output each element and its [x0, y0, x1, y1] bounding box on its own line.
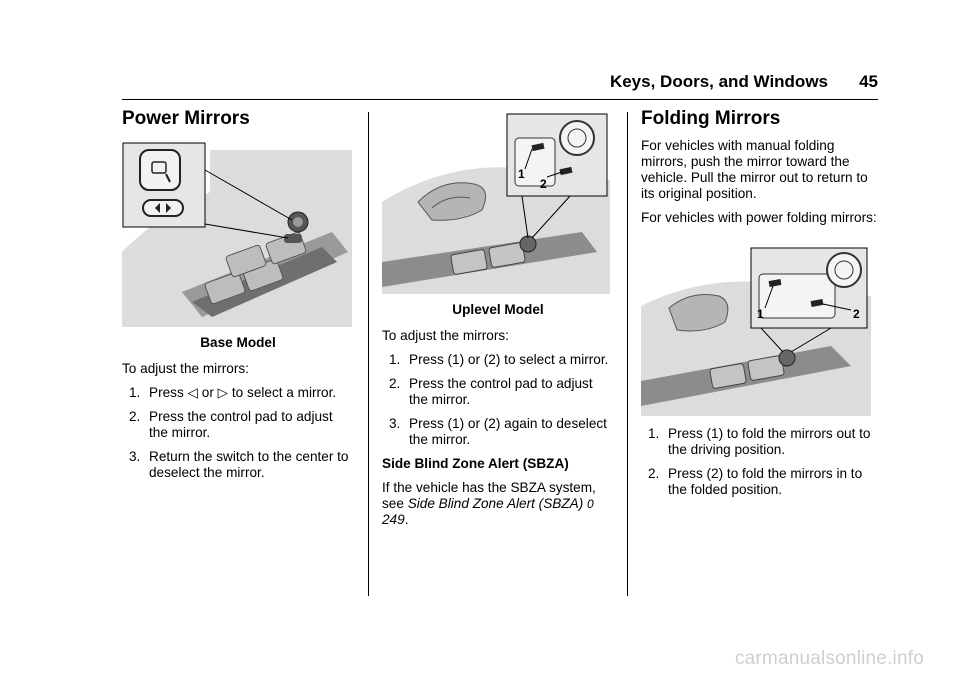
base-model-figure	[122, 142, 352, 327]
column-divider-left	[368, 112, 369, 596]
column-divider-right	[627, 112, 628, 596]
power-mirrors-heading: Power Mirrors	[122, 108, 250, 129]
list-item: 2. Press (2) to fold the mirrors in to t…	[648, 466, 863, 497]
list-item: 3. Return the switch to the center to de…	[129, 449, 349, 480]
folding-mirrors-heading: Folding Mirrors	[641, 108, 781, 129]
middle-intro: To adjust the mirrors:	[382, 328, 509, 343]
callout-1: 1	[757, 307, 764, 321]
right-column: Folding Mirrors For vehicles with manual…	[641, 106, 877, 506]
callout-2: 2	[540, 177, 547, 191]
list-item: 3. Press (1) or (2) again to deselect th…	[389, 416, 607, 447]
uplevel-model-caption: Uplevel Model	[452, 302, 544, 317]
list-item: 2. Press the control pad to adjust the m…	[389, 376, 593, 407]
callout-2: 2	[853, 307, 860, 321]
uplevel-model-figure: 1 2	[382, 112, 610, 294]
sbza-paragraph: If the vehicle has the SBZA system, see …	[382, 480, 596, 527]
folding-para-2: For vehicles with power folding mirrors:	[641, 210, 877, 225]
list-item: 1. Press ◁ or ▷ to select a mirror.	[129, 385, 337, 400]
sbza-link[interactable]: Side Blind Zone Alert (SBZA)	[407, 496, 584, 511]
left-arrow-icon: ◁	[187, 385, 198, 400]
sbza-heading: Side Blind Zone Alert (SBZA)	[382, 456, 569, 471]
callout-1: 1	[518, 167, 525, 181]
sbza-page-ref[interactable]: 249	[382, 512, 405, 527]
section-title: Keys, Doors, and Windows	[609, 72, 828, 91]
middle-column: 1 2 Uplevel Model To adjust the mirrors:…	[382, 112, 614, 536]
header-rule	[122, 99, 878, 100]
folding-para-1: For vehicles with manual folding mirrors…	[641, 138, 868, 201]
list-item: 1. Press (1) or (2) to select a mirror.	[389, 352, 609, 367]
base-model-caption: Base Model	[200, 335, 276, 350]
list-item: 1. Press (1) to fold the mirrors out to …	[648, 426, 871, 457]
left-column: Power Mirrors Base Model To adjust the m…	[122, 106, 354, 489]
watermark: carmanualsonline.info	[734, 648, 924, 669]
left-steps: 1. Press ◁ or ▷ to select a mirror. 2. P…	[122, 385, 354, 481]
right-arrow-icon: ▷	[217, 385, 229, 400]
middle-steps: 1. Press (1) or (2) to select a mirror. …	[382, 352, 614, 448]
page-header: Keys, Doors, and Windows 45	[122, 68, 878, 100]
page-number: 45	[859, 72, 878, 91]
right-steps: 1. Press (1) to fold the mirrors out to …	[641, 426, 877, 498]
page-reference-icon: 0	[587, 497, 594, 511]
left-intro: To adjust the mirrors:	[122, 361, 249, 376]
list-item: 2. Press the control pad to adjust the m…	[129, 409, 333, 440]
power-folding-figure: 1 2	[641, 246, 871, 416]
